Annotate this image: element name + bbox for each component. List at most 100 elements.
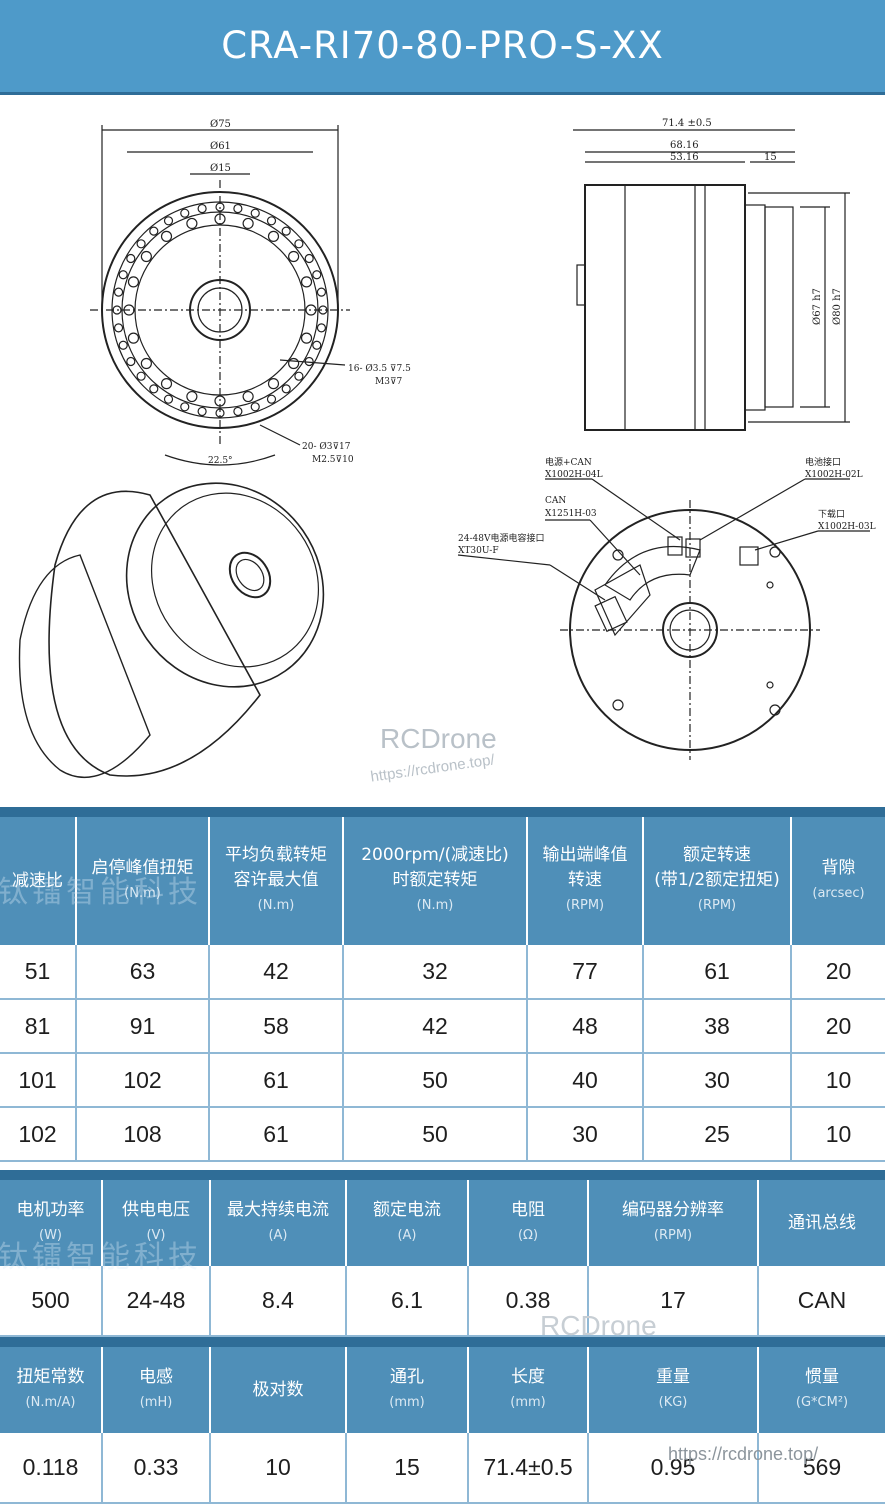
label-x1251h-03: X1251H-03 [545,509,597,519]
table-cell: 81 [0,999,76,1054]
dim-15b: 15 [764,152,777,163]
table-cell: 51 [0,945,76,1000]
bolt-hole-inner [300,276,313,288]
table-cell: 38 [642,999,791,1054]
bolt-hole [316,323,327,333]
table1-header-label: 减速比 [12,870,63,891]
table1-header-label: 额定转速 [683,845,751,865]
table3-header-unit: (KG) [658,1394,688,1410]
table1-header-unit: (RPM) [697,898,737,913]
bolt-hole [233,406,243,417]
note-holes-1: 16- Ø3.5 ⊽7.5 [348,363,411,374]
table3-header-1: 电感(mH) [101,1347,210,1433]
bolt-hole-inner [242,390,254,403]
table-cell: 500 [0,1266,102,1337]
bolt-hole [316,287,327,297]
label-can: CAN [545,496,566,506]
bolt-hole [149,384,159,394]
note-holes-2b: M2.5⊽10 [312,455,354,465]
dim-67: Ø67 h7 [812,288,823,325]
table2-header-6: 通讯总线 [757,1180,885,1266]
table-cell: 42 [208,945,343,1000]
table3-header-5: 重量(KG) [587,1347,758,1433]
header-watermark-1: 钛镭智能科技 [0,875,202,910]
table-cell: 71.4±0.5 [467,1433,588,1504]
separator-2 [0,1170,885,1180]
table1-header-unit: (N.m) [416,898,454,913]
table1-header-5: 额定转速 (带1/2额定扭矩) (RPM) [642,817,791,945]
dim-75: Ø75 [210,119,231,130]
label-x1002h-03l: X1002H-03L [818,522,876,532]
table2-header-0: 电机功率(W) [0,1180,102,1266]
table-cell: 40 [526,1053,643,1108]
table-cell: 61 [208,1107,343,1162]
table3-header-label: 极对数 [252,1379,304,1400]
table2-header-label: 供电电压 [122,1199,190,1220]
page-title: CRA-RI70-80-PRO-S-XX [221,24,664,67]
table1-header-2: 平均负载转矩容许最大值(N.m) [208,817,343,945]
table3-header-label: 扭矩常数 [16,1366,85,1387]
dim-68: 68.16 [670,140,699,151]
table3-header-unit: (mm) [389,1394,425,1410]
table1-header-label: 时额定转矩 [392,870,478,890]
table-cell: 77 [526,945,643,1000]
table3-header-label: 电感 [139,1366,173,1387]
table-cell: 569 [757,1433,885,1504]
table3-header-label: 长度 [511,1366,545,1387]
spec-table-physical: 扭矩常数 (N.m/A) 电感(mH) 极对数 通孔(mm) 长度 (mm) 重量(KG)惯量… [0,1347,885,1504]
bolt-hole [266,216,277,226]
bolt-hole [136,371,146,381]
table-cell: 0.33 [101,1433,210,1504]
table-cell: 8.4 [209,1266,346,1337]
table2-header-1: 供电电压 (V) [101,1180,210,1266]
table3-header-6: 惯量(G*CM²) [757,1347,885,1433]
bolt-hole-inner [127,332,140,344]
table2-header-unit: (RPM) [653,1227,693,1243]
table2-header-label: 额定电流 [373,1199,441,1220]
bolt-hole [304,253,314,264]
bolt-hole [163,394,174,404]
dim-length: 71.4 ±0.5 [662,118,712,129]
table-cell: 32 [342,945,527,1000]
table2-header-label: 电机功率 [16,1199,85,1220]
spec-table-motor: 电机功率(W)供电电压(V)最大持续电流(A)额定电流(A)电阻(Ω)编码器分辨… [0,1180,885,1337]
table2-header-unit: (V) [146,1227,166,1243]
table-cell: 25 [642,1107,791,1162]
table1-header-unit: (N.m) [124,885,161,901]
bolt-hole [136,239,146,249]
table1-header-label: 2000rpm/(减速比) [361,845,509,865]
dim-15: Ø15 [210,163,231,174]
table-cell: 30 [526,1107,643,1162]
table1-header-unit: (arcsec) [812,885,865,901]
bolt-hole-inner [160,230,173,242]
bolt-hole [294,239,304,249]
table3-header-unit: (N.m/A) [25,1394,76,1410]
table-cell: 102 [0,1107,76,1162]
bolt-hole-inner [267,378,280,390]
bolt-hole [197,203,207,214]
table1-header-3: 2000rpm/(减速比) 时额定转矩 (N.m) [342,817,527,945]
table-cell: 63 [75,945,209,1000]
bolt-hole-inner [242,217,254,230]
bolt-hole-inner [305,304,317,316]
bolt-hole-inner [140,250,152,263]
front-view [90,125,350,466]
table3-header-3: 通孔(mm) [345,1347,468,1433]
dim-53: 53.16 [670,152,699,163]
label-power-cap: 24-48V电源电容接口 [458,532,544,544]
table1-header-label: (带1/2额定扭矩) [654,870,780,890]
bolt-hole [113,323,124,333]
bolt-hole-inner [127,276,140,288]
table-cell: 48 [526,999,643,1054]
bolt-hole-inner [288,250,300,263]
table-cell: 30 [642,1053,791,1108]
label-x1002h-02l: X1002H-02L [805,470,863,480]
watermark-brand-2: RCDrone [540,1310,657,1341]
bolt-hole [250,208,260,218]
table-cell: 6.1 [345,1266,468,1337]
title-bar: CRA-RI70-80-PRO-S-XX [0,0,885,95]
table-cell: 10 [790,1053,885,1108]
